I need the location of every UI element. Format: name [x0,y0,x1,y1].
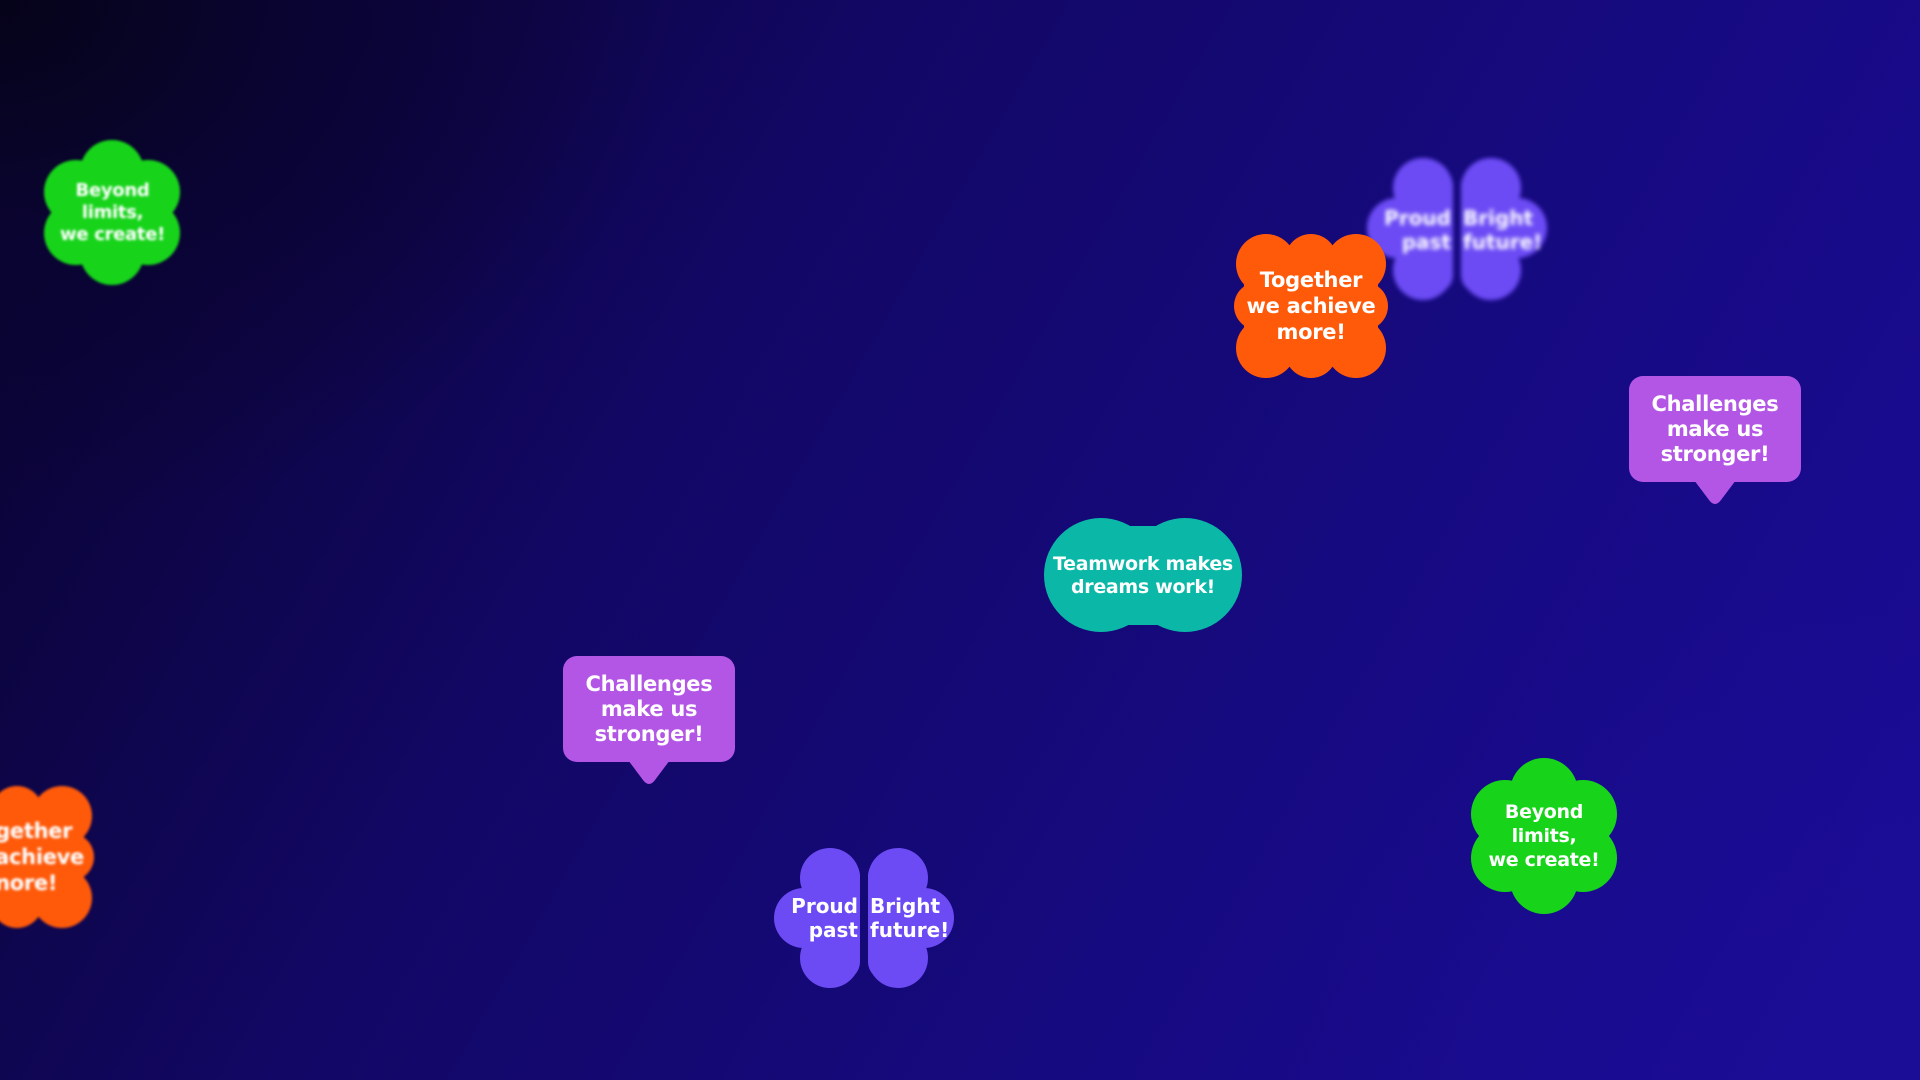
flower-sticker-beyond-limits-2: Beyond limits, we create! [1466,758,1622,914]
teal-sticker-teamwork: Teamwork makes dreams work! [1044,518,1242,633]
cloud-label: Together we achieve more! [1246,268,1376,344]
cloud-sticker-together: Together we achieve more! [1234,234,1388,378]
flower-shape-2 [1471,758,1617,914]
split-heart-shape-2 [774,848,954,988]
teal-label: Teamwork makes dreams work! [1053,552,1233,598]
speech-bubble-shape [1629,376,1801,504]
split-heart-sticker-proud-past-2: Proud past Bright future! [774,848,954,988]
split-right-label-2: Bright future! [870,894,950,942]
speech-bubble-shape-2 [563,656,735,784]
speech-bubble-label-2: Challenges make us stronger! [585,671,713,746]
speech-bubble-sticker-challenges: Challenges make us stronger! [1629,376,1801,512]
speech-bubble-sticker-challenges-2: Challenges make us stronger! [563,656,735,792]
teal-shape [1044,518,1242,632]
split-left-label-2: Proud past [791,894,858,942]
flower-label-2: Beyond limits, we create! [1488,801,1600,871]
cloud-shape [1234,234,1388,378]
split-left-label: Proud past [1384,205,1451,254]
flower-sticker-beyond-limits: Beyond limits, we create! [40,140,185,285]
split-right-label: Bright future! [1463,205,1543,254]
speech-bubble-label: Challenges make us stronger! [1651,391,1779,466]
split-heart-sticker-proud-past: Proud past Bright future! [1367,158,1547,301]
split-heart-shape [1367,158,1547,300]
flower-shape [44,140,180,285]
cloud-sticker-together-partial: gether achieve nore! [0,786,94,928]
cloud-label-partial: gether achieve nore! [0,819,84,895]
cloud-shape-partial [0,786,94,928]
flower-label: Beyond limits, we create! [59,179,166,245]
